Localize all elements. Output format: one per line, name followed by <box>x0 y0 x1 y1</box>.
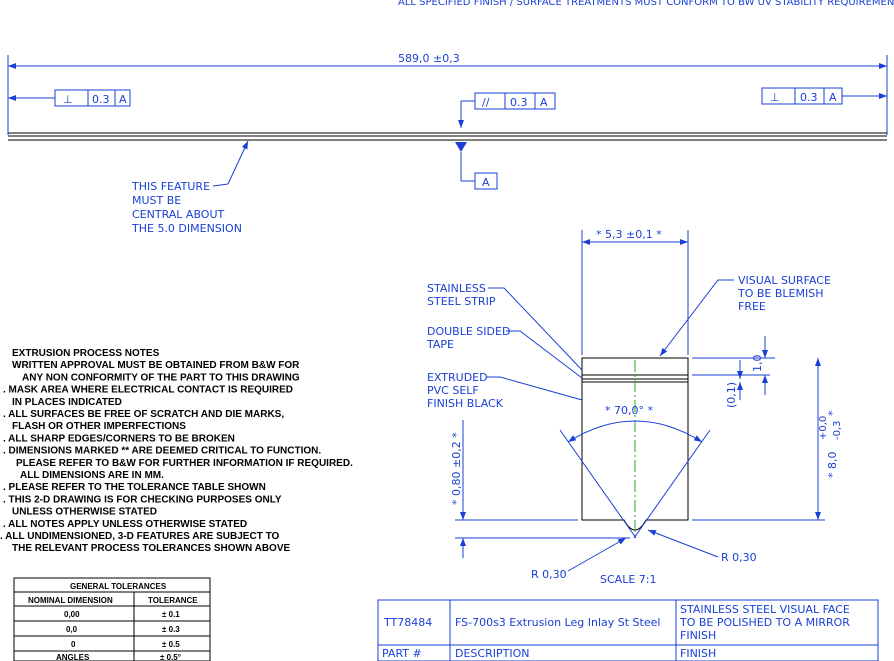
gdt-left-symbol: ⊥ <box>63 93 73 106</box>
process-note-line-1: EXTRUSION PROCESS NOTES <box>12 348 160 359</box>
height-tol-lower: -0,3 <box>832 420 843 440</box>
header-note: ALL SPECIFIED FINISH / SURFACE TREATMENT… <box>398 0 894 8</box>
process-note-line-9: . DIMENSIONS MARKED ** ARE DEEMED CRITIC… <box>3 446 321 457</box>
central-note-line-2: MUST BE <box>132 194 181 207</box>
process-note-line-4: . MASK AREA WHERE ELECTRICAL CONTACT IS … <box>3 385 293 396</box>
process-note-line-2: WRITTEN APPROVAL MUST BE OBTAINED FROM B… <box>12 360 300 371</box>
tolerance-row-2-tol: ± 0.3 <box>162 625 180 634</box>
process-note-line-13: . THIS 2-D DRAWING IS FOR CHECKING PURPO… <box>3 494 282 505</box>
tip-dim-label: * 0,80 ±0,2 * <box>450 432 463 505</box>
tolerance-header-nominal: NOMINAL DIMENSION <box>28 596 113 605</box>
process-note-line-11: ALL DIMENSIONS ARE IN MM. <box>20 470 164 481</box>
label-tape-2: TAPE <box>426 338 454 351</box>
scale-label: SCALE 7:1 <box>600 573 656 586</box>
part-description: FS-700s3 Extrusion Leg Inlay St Steel <box>455 616 660 629</box>
label-visual-3: FREE <box>738 300 766 313</box>
gdt-center-datum: A <box>540 96 548 109</box>
gdt-right-datum: A <box>829 91 837 104</box>
length-dim-label: 589,0 ±0,3 <box>398 52 460 65</box>
process-note-line-6: . ALL SURFACES BE FREE OF SCRATCH AND DI… <box>3 409 284 420</box>
process-note-line-8: . ALL SHARP EDGES/CORNERS TO BE BROKEN <box>3 433 235 444</box>
tolerance-row-3-nominal: 0 <box>71 640 76 649</box>
part-number: TT78484 <box>383 616 432 629</box>
gdt-right-symbol: ⊥ <box>770 91 780 104</box>
finish-line-1: STAINLESS STEEL VISUAL FACE <box>680 603 850 616</box>
gdt-right-value: 0.3 <box>800 91 818 104</box>
central-note-line-1: THIS FEATURE <box>131 180 210 193</box>
part-side-view <box>8 132 887 141</box>
height-tol-upper: +0,0 <box>818 416 829 440</box>
label-part-number: PART # <box>382 647 422 660</box>
tolerance-row-3-tol: ± 0.5 <box>162 640 180 649</box>
tolerance-table: GENERAL TOLERANCES NOMINAL DIMENSION TOL… <box>13 577 211 661</box>
tolerance-row-1-tol: ± 0.1 <box>162 610 180 619</box>
gdt-frame-right: ⊥ 0.3 A <box>761 87 887 105</box>
gdt-center-value: 0.3 <box>510 96 528 109</box>
process-note-line-5: IN PLACES INDICATED <box>12 397 122 408</box>
process-note-line-17: THE RELEVANT PROCESS TOLERANCES SHOWN AB… <box>12 543 291 554</box>
label-extruded-2: PVC SELF <box>427 384 479 397</box>
tolerance-row-2-nominal: 0,0 <box>66 625 78 634</box>
label-extruded-1: EXTRUDED <box>427 371 488 384</box>
gdt-left-datum: A <box>119 93 127 106</box>
radius-left-label: R 0,30 <box>531 568 567 581</box>
process-note-line-12: . PLEASE REFER TO THE TOLERANCE TABLE SH… <box>3 482 266 493</box>
radius-right-label: R 0,30 <box>721 551 757 564</box>
process-note-line-16: . ALL UNDIMENSIONED, 3-D FEATURES ARE SU… <box>0 531 280 542</box>
finish-line-2: TO BE POLISHED TO A MIRROR <box>679 616 850 629</box>
process-note-line-10: PLEASE REFER TO B&W FOR FURTHER INFORMAT… <box>16 458 353 469</box>
datum-a-marker: A <box>455 142 498 190</box>
tolerance-row-4-nominal: ANGLES <box>56 653 90 661</box>
label-finish: FINISH <box>680 647 716 660</box>
tolerance-title: GENERAL TOLERANCES <box>70 582 167 591</box>
process-note-line-3: ANY NON CONFORMITY OF THE PART TO THIS D… <box>22 372 300 383</box>
gdt-center-symbol: // <box>482 96 490 109</box>
label-stainless-1: STAINLESS <box>427 282 486 295</box>
tolerance-row-1-nominal: 0,00 <box>64 610 80 619</box>
central-note: THIS FEATURE MUST BE CENTRAL ABOUT THE 5… <box>131 140 249 235</box>
process-note-line-15: . ALL NOTES APPLY UNLESS OTHERWISE STATE… <box>3 519 247 530</box>
finish-line-3: FINISH <box>680 629 716 642</box>
gdt-frame-center: // 0.3 A <box>458 92 556 128</box>
tape-dim-label: (0,1) <box>725 382 738 408</box>
height-dim-label: * 8,0 <box>826 452 839 479</box>
strip-dim-label: 1,0 <box>751 355 764 373</box>
label-visual-2: TO BE BLEMISH <box>737 287 823 300</box>
label-tape-1: DOUBLE SIDED <box>427 325 510 338</box>
height-dim-star: * <box>826 410 839 416</box>
central-note-line-4: THE 5.0 DIMENSION <box>131 222 242 235</box>
tolerance-header-tolerance: TOLERANCE <box>148 596 198 605</box>
width-dim-label: * 5,3 ±0,1 * <box>596 228 662 241</box>
label-description: DESCRIPTION <box>455 647 529 660</box>
title-block: TT78484 FS-700s3 Extrusion Leg Inlay St … <box>377 599 879 661</box>
tolerance-row-4-tol: ± 0.5° <box>160 653 181 661</box>
label-visual-1: VISUAL SURFACE <box>738 274 831 287</box>
central-note-line-3: CENTRAL ABOUT <box>132 208 225 221</box>
label-stainless-2: STEEL STRIP <box>427 295 496 308</box>
process-note-line-7: FLASH OR OTHER IMPERFECTIONS <box>12 421 186 432</box>
gdt-frame-left: ⊥ 0.3 A <box>8 89 131 107</box>
gdt-left-value: 0.3 <box>92 93 110 106</box>
label-extruded-3: FINISH BLACK <box>427 397 504 410</box>
datum-a-label: A <box>482 176 490 189</box>
angle-dim-label: * 70,0° * <box>605 404 653 417</box>
cross-section: * 5,3 ±0,1 * * 70,0° * STAINLESS STEEL S… <box>426 228 843 586</box>
process-note-line-14: UNLESS OTHERWISE STATED <box>12 507 157 518</box>
